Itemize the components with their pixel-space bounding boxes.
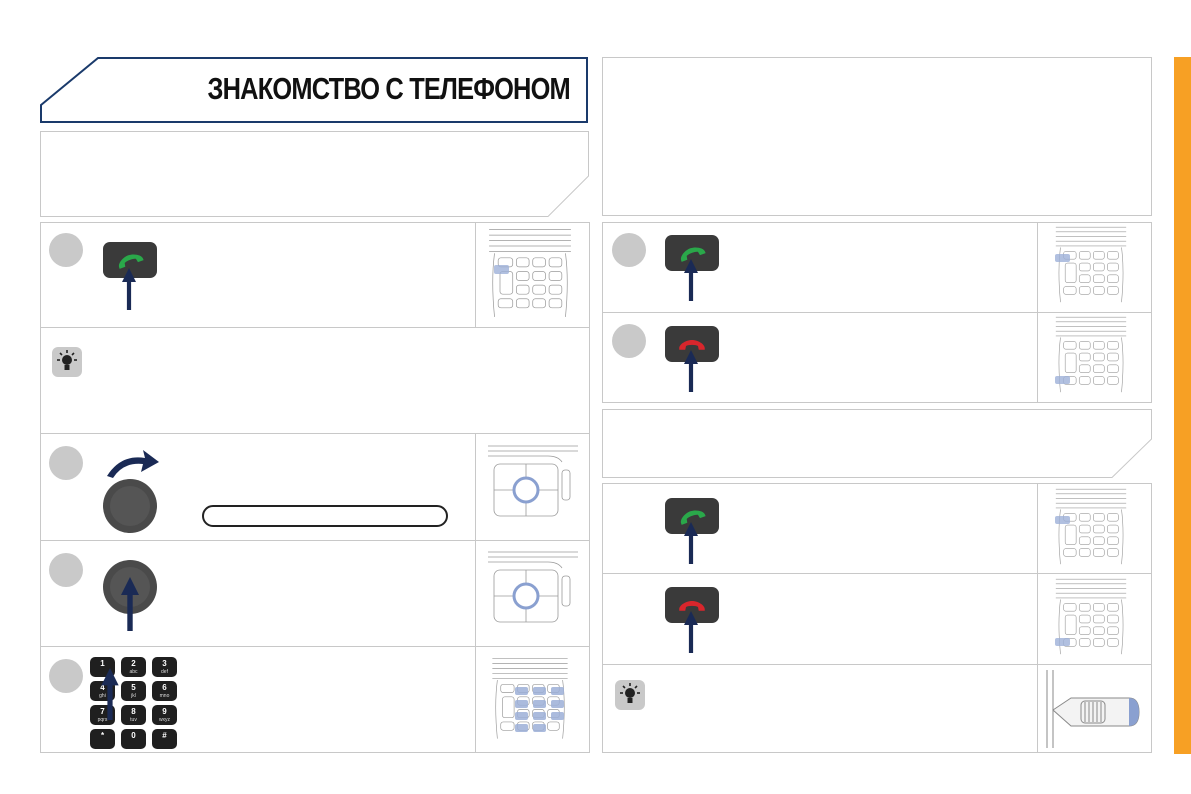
phone-keypad-diagram [1045, 576, 1137, 667]
red-handset-icon [665, 587, 719, 653]
phone-keypad-diagram [484, 655, 576, 752]
steering-stalk-icon [1046, 670, 1140, 748]
intro-box-left [40, 131, 589, 217]
row-divider [603, 573, 1151, 574]
step-marker [612, 324, 646, 358]
section-accent-bar [1174, 57, 1191, 754]
phone-panel-icon [1055, 578, 1127, 655]
lightbulb-icon [615, 680, 645, 715]
phone-panel-icon [1055, 316, 1127, 393]
page-title: ЗНАКОМСТВО С ТЕЛЕФОНОМ [207, 71, 571, 106]
lightbulb-icon [52, 347, 82, 382]
keypad-key: * [90, 729, 115, 749]
step-marker [49, 553, 83, 587]
row-divider [41, 327, 589, 328]
display-text-field [202, 505, 448, 527]
row-divider [603, 664, 1151, 665]
intro-frame-right [602, 409, 1152, 478]
green-handset-icon [103, 242, 157, 310]
intro-frame-left [40, 131, 589, 217]
call-button [101, 240, 159, 315]
nav-control-diagram [488, 548, 578, 643]
step-marker [612, 233, 646, 267]
phone-keypad-diagram [1045, 224, 1137, 315]
phone-keypad-diagram [484, 226, 576, 331]
green-handset-icon [665, 235, 719, 301]
hangup-button [663, 585, 721, 658]
title-frame [40, 57, 588, 123]
nav-panel-icon [488, 550, 578, 624]
row-divider [41, 646, 589, 647]
keypad-key: # [152, 729, 177, 749]
column-divider [475, 223, 476, 327]
row-divider [603, 312, 1151, 313]
rotary-knob-icon [103, 560, 157, 631]
phone-keypad-diagram [1045, 486, 1137, 577]
row-divider [41, 433, 589, 434]
step-marker [49, 446, 83, 480]
rotary-knob-press [99, 557, 161, 638]
column-divider [1037, 223, 1038, 403]
rotary-knob-turn [99, 446, 161, 539]
step-marker [49, 233, 83, 267]
phone-panel-icon [488, 229, 572, 318]
keypad-key: 0 [121, 729, 146, 749]
call-button [663, 233, 721, 306]
phone-panel-icon [1055, 488, 1127, 565]
column-divider [1037, 484, 1038, 753]
steering-stalk-diagram [1041, 668, 1145, 755]
title-banner: ЗНАКОМСТВО С ТЕЛЕФОНОМ [40, 57, 588, 123]
hangup-button [663, 324, 721, 397]
intro-box-right [602, 57, 1152, 216]
green-handset-icon [665, 498, 719, 564]
intro-box-right-middle [602, 409, 1152, 478]
phone-keypad-diagram [1045, 314, 1137, 405]
nav-control-diagram [488, 442, 578, 537]
press-arrow-icon [100, 668, 120, 725]
red-handset-icon [665, 326, 719, 392]
call-button [663, 496, 721, 569]
row-divider [41, 540, 589, 541]
nav-panel-icon [488, 444, 578, 518]
step-marker [49, 659, 83, 693]
column-divider [475, 433, 476, 753]
phone-panel-icon [491, 657, 569, 740]
phone-panel-icon [1055, 226, 1127, 303]
rotary-knob-icon [103, 450, 159, 533]
